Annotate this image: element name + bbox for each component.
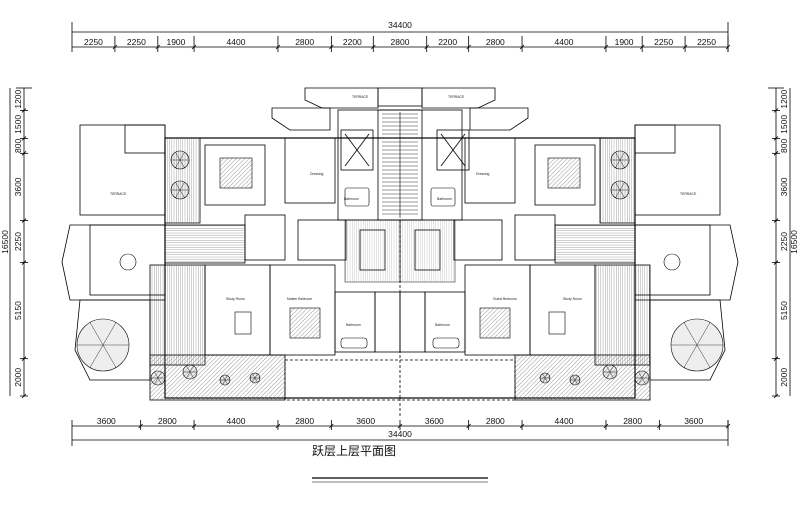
top-dimension-chain: 34400 2250 2250 1900 4400 2800 2200 2800 2200 28… — [71, 20, 731, 52]
bottom-segment-dim-2: 4400 — [227, 416, 246, 426]
tree-icon — [150, 370, 166, 386]
left-segment-dim-0: 1200 — [13, 89, 23, 108]
tree-icon — [170, 150, 190, 170]
tree-icon — [610, 180, 630, 200]
top-total-dimension: 34400 — [388, 20, 412, 30]
label-terrace-right: TERRACE — [680, 192, 697, 196]
bottom-segment-dim-4: 3600 — [356, 416, 375, 426]
bottom-segment-dim-3: 2800 — [295, 416, 314, 426]
tree-icon — [670, 318, 724, 372]
label-terrace-left: TERRACE — [110, 192, 127, 196]
left-segment-dim-4: 2250 — [13, 232, 23, 251]
right-segment-dim-3: 3600 — [779, 177, 789, 196]
right-segment-dim-6: 2000 — [779, 368, 789, 387]
bottom-segment-dim-0: 3600 — [97, 416, 116, 426]
left-segment-dim-3: 3600 — [13, 177, 23, 196]
top-segment-dim-2: 1900 — [166, 37, 185, 47]
top-segment-dim-7: 2200 — [438, 37, 457, 47]
left-segment-dim-5: 5150 — [13, 301, 23, 320]
right-total-dimension: 16500 — [789, 230, 799, 254]
right-dimension-chain: 16500 1200 1500 800 3600 2250 5150 2000 — [768, 87, 799, 399]
tree-icon — [602, 364, 618, 380]
top-segment-dim-3: 4400 — [227, 37, 246, 47]
left-segment-dim-2: 800 — [13, 139, 23, 153]
tree-icon — [539, 372, 551, 384]
drawing-title: 跃层上层平面图 — [312, 444, 396, 458]
top-segment-dim-11: 2250 — [654, 37, 673, 47]
top-segment-dim-1: 2250 — [127, 37, 146, 47]
building-plan — [61, 87, 739, 418]
room-labels: TERRACE TERRACE TERRACE TERRACE Dressing… — [110, 95, 697, 327]
tree-icon — [569, 374, 581, 386]
bottom-segment-dim-1: 2800 — [158, 416, 177, 426]
left-dimension-chain: 16500 1200 1500 800 3600 2250 5150 2000 — [0, 87, 32, 399]
bottom-segment-dim-5: 3600 — [425, 416, 444, 426]
left-total-dimension: 16500 — [0, 230, 10, 254]
top-segment-dim-6: 2800 — [391, 37, 410, 47]
label-study-right: Study Room — [563, 297, 582, 301]
top-segment-dim-4: 2800 — [295, 37, 314, 47]
left-segment-dim-6: 2000 — [13, 368, 23, 387]
label-master-bedroom: Master Bedroom — [287, 297, 312, 301]
top-segment-dim-12: 2250 — [697, 37, 716, 47]
tree-symbols — [76, 150, 724, 386]
bottom-segment-dim-9: 3600 — [684, 416, 703, 426]
label-dressing-right: Dressing — [476, 172, 489, 176]
right-segment-dim-1: 1500 — [779, 115, 789, 134]
tree-icon — [610, 150, 630, 170]
bottom-dimension-chain: 34400 3600 2800 4400 2800 3600 3600 2800 4400 28… — [71, 416, 731, 446]
right-segment-dim-4: 2250 — [779, 232, 789, 251]
top-segment-dim-0: 2250 — [84, 37, 103, 47]
tree-icon — [249, 372, 261, 384]
label-terrace-top-left: TERRACE — [352, 95, 369, 99]
tree-icon — [634, 370, 650, 386]
right-segment-dim-5: 5150 — [779, 301, 789, 320]
left-segment-dim-1: 1500 — [13, 115, 23, 134]
bottom-total-dimension: 34400 — [388, 429, 412, 439]
tree-icon — [170, 180, 190, 200]
top-segment-dim-5: 2200 — [343, 37, 362, 47]
bottom-segment-dim-8: 2800 — [623, 416, 642, 426]
label-bathroom-upper-left: Bathroom — [344, 197, 359, 201]
bottom-segment-dim-6: 2800 — [486, 416, 505, 426]
right-segment-dim-0: 1200 — [779, 89, 789, 108]
top-segment-dim-9: 4400 — [555, 37, 574, 47]
label-dressing-left: Dressing — [310, 172, 323, 176]
tree-icon — [219, 374, 231, 386]
label-terrace-top-right: TERRACE — [448, 95, 465, 99]
drawing-title-block: 跃层上层平面图 — [312, 444, 488, 483]
label-guest-bedroom: Guest Bedroom — [493, 297, 517, 301]
top-segment-dim-8: 2800 — [486, 37, 505, 47]
right-segment-dim-2: 800 — [779, 139, 789, 153]
label-study-left: Study Room — [226, 297, 245, 301]
furniture-layer — [119, 157, 681, 349]
tree-icon — [182, 364, 198, 380]
bottom-segment-dim-7: 4400 — [555, 416, 574, 426]
tree-icon — [76, 318, 130, 372]
label-bathroom-lower-right: Bathroom — [435, 323, 450, 327]
label-bathroom-lower-left: Bathroom — [346, 323, 361, 327]
label-bathroom-upper-right: Bathroom — [437, 197, 452, 201]
top-segment-dim-10: 1900 — [615, 37, 634, 47]
